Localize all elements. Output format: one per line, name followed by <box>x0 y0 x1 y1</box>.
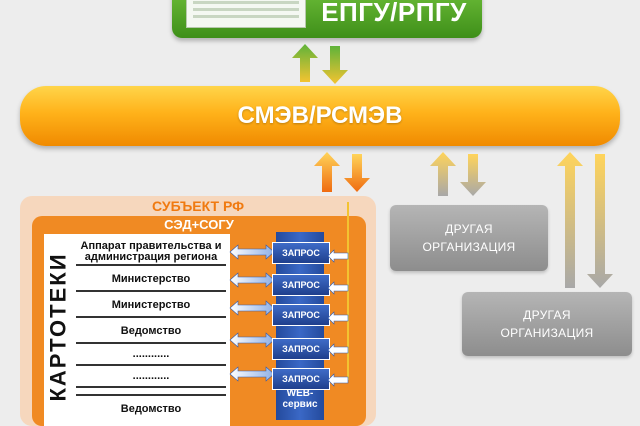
down-arrow <box>587 154 613 288</box>
bidirectional-arrow <box>229 272 275 288</box>
org-label: ДРУГАЯ ОРГАНИЗАЦИЯ <box>500 308 594 340</box>
bidirectional-arrow <box>229 366 275 382</box>
return-arrow <box>327 249 349 263</box>
row-label: Ведомство <box>120 403 182 415</box>
row-query-arrows <box>229 244 275 382</box>
up-arrow <box>430 152 456 196</box>
smev-org1-arrows <box>430 152 486 196</box>
row-divider <box>76 264 226 266</box>
down-arrow <box>460 154 486 196</box>
row-divider <box>76 386 226 388</box>
query-box: ЗАПРОС <box>272 304 330 326</box>
row-label: Аппарат правительства и администрация ре… <box>80 240 222 263</box>
row-divider <box>76 290 226 292</box>
row-label: ............ <box>132 370 170 382</box>
return-arrow <box>327 311 349 325</box>
down-arrow <box>322 46 348 84</box>
smev-org2-arrows <box>557 152 613 288</box>
row-divider <box>76 364 226 366</box>
smev-title: СМЭВ/РСМЭВ <box>237 102 403 129</box>
other-organization-box: ДРУГАЯ ОРГАНИЗАЦИЯ <box>390 205 548 271</box>
smev-bar <box>20 86 620 146</box>
row-label: Министерство <box>111 273 191 285</box>
bidirectional-arrow <box>229 300 275 316</box>
row-label: ............ <box>132 348 170 360</box>
bidirectional-arrow <box>229 244 275 260</box>
web-service-label: WEB-сервис <box>282 388 318 410</box>
bidirectional-arrow <box>229 332 275 348</box>
other-organization-box: ДРУГАЯ ОРГАНИЗАЦИЯ <box>462 292 632 356</box>
up-arrow <box>557 152 583 288</box>
query-box: ЗАПРОС <box>272 338 330 360</box>
epgu-title: ЕПГУ/РПГУ <box>321 0 467 27</box>
smev-subject-arrows <box>314 152 370 192</box>
row-divider <box>76 394 226 396</box>
epgu-smev-arrows <box>292 44 348 84</box>
row-label: Ведомство <box>120 325 182 337</box>
row-divider <box>76 316 226 318</box>
return-arrow <box>327 281 349 295</box>
subject-title: СУБЪЕКТ РФ <box>151 198 245 214</box>
kartoteki-label: КАРТОТЕКИ <box>46 252 71 402</box>
org-label: ДРУГАЯ ОРГАНИЗАЦИЯ <box>422 222 516 254</box>
query-box: ЗАПРОС <box>272 368 330 390</box>
sed-title: СЭД+СОГУ <box>164 217 234 232</box>
up-arrow <box>292 44 318 82</box>
query-box: ЗАПРОС <box>272 242 330 264</box>
return-arrow <box>327 373 349 387</box>
down-arrow <box>344 154 370 192</box>
up-arrow <box>314 152 340 192</box>
query-bus-arrows <box>327 202 349 387</box>
row-label: Министерство <box>111 299 191 311</box>
return-arrow <box>327 343 349 357</box>
epgu-screenshot-thumbnail <box>186 0 306 28</box>
row-divider <box>76 342 226 344</box>
query-box: ЗАПРОС <box>272 274 330 296</box>
